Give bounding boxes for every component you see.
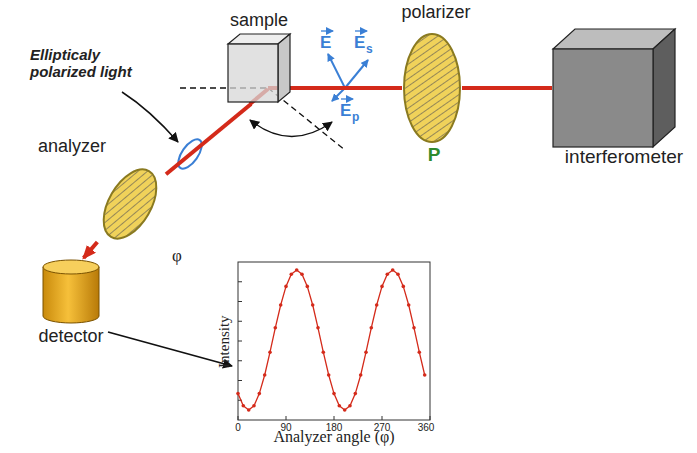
vector-accent [355, 30, 367, 31]
data-point [343, 408, 347, 412]
data-point [311, 303, 315, 307]
leader-arrow [108, 332, 232, 366]
data-point [375, 303, 379, 307]
tick [238, 341, 242, 342]
data-point [412, 326, 416, 330]
polarizer-disc: polarizerP [402, 2, 462, 166]
tick-label: 90 [280, 422, 291, 434]
data-point [354, 392, 358, 396]
data-point [300, 272, 304, 276]
cube-front [553, 49, 653, 147]
node-label: interferometer [565, 146, 683, 168]
cube-side [278, 34, 290, 102]
tick [334, 416, 335, 420]
analyzer-disc [93, 161, 167, 248]
tick [286, 416, 287, 420]
data-point [258, 392, 262, 396]
cylinder-body [43, 267, 99, 323]
tick [238, 301, 242, 302]
light-beam [84, 242, 98, 258]
data-point [316, 326, 320, 330]
leader-arrow [122, 92, 178, 142]
node-label: polarizer [401, 2, 470, 23]
part-letter: P [428, 144, 441, 166]
data-point [348, 404, 352, 408]
data-point [236, 392, 240, 396]
vector-subscript: s [366, 43, 373, 57]
cube-side [653, 29, 675, 147]
data-point [380, 285, 384, 289]
chart-frame [238, 262, 430, 420]
intensity-chart [236, 262, 430, 420]
data-point [396, 272, 400, 276]
vector-accent [321, 30, 333, 31]
angle-arc [250, 120, 332, 137]
angle-symbol: φ [172, 246, 182, 266]
tick-label: 0 [235, 422, 241, 434]
data-point [290, 272, 294, 276]
light-beam [292, 86, 402, 90]
data-point [370, 326, 374, 330]
axis-title: Intensity [215, 315, 232, 368]
data-point [338, 404, 342, 408]
tick [238, 380, 242, 381]
tick [430, 416, 431, 420]
node-label: detector [38, 326, 103, 347]
data-point [242, 404, 246, 408]
data-point [263, 373, 267, 377]
tick [238, 281, 242, 282]
data-point [402, 285, 406, 289]
vector-symbol: E [354, 33, 365, 53]
vector-symbol: E [320, 33, 331, 53]
data-point [306, 285, 310, 289]
data-point [407, 303, 411, 307]
analyzer-disc: analyzer [38, 134, 166, 242]
data-point [359, 373, 363, 377]
vector-symbol: E [340, 101, 351, 121]
data-point [247, 408, 251, 412]
cylinder-top [43, 260, 99, 274]
tick [238, 416, 239, 420]
data-point [423, 373, 427, 377]
polarizer-disc [404, 34, 460, 142]
interferometer-box: interferometer [552, 28, 688, 170]
light-beam [462, 86, 552, 90]
tick-label: 180 [326, 422, 343, 434]
tick [382, 416, 383, 420]
polarizer-disc-shape [402, 2, 462, 166]
data-point [284, 285, 288, 289]
tick [238, 321, 242, 322]
data-point [268, 350, 272, 354]
callout-text: Ellipticaly polarized light [30, 46, 152, 81]
sample-cube: sample [226, 10, 292, 104]
field-vector [328, 54, 345, 88]
data-point [332, 392, 336, 396]
data-point [274, 326, 278, 330]
data-point [391, 268, 395, 272]
node-label: analyzer [38, 136, 106, 157]
tick [238, 360, 242, 361]
light-beam [166, 104, 251, 174]
tick-label: 270 [374, 422, 391, 434]
node-label: sample [230, 10, 288, 31]
cube-front [228, 44, 278, 102]
detector-cylinder: detector [36, 258, 108, 350]
tick-label: 360 [418, 422, 435, 434]
intensity-curve [238, 270, 425, 410]
data-point [322, 350, 326, 354]
data-point [386, 272, 390, 276]
data-point [418, 350, 422, 354]
vector-subscript: p [352, 111, 359, 125]
vector-accent [341, 98, 353, 99]
data-point [252, 404, 256, 408]
data-point [364, 350, 368, 354]
data-point [279, 303, 283, 307]
data-point [327, 373, 331, 377]
data-point [295, 268, 299, 272]
field-vector [345, 60, 368, 88]
